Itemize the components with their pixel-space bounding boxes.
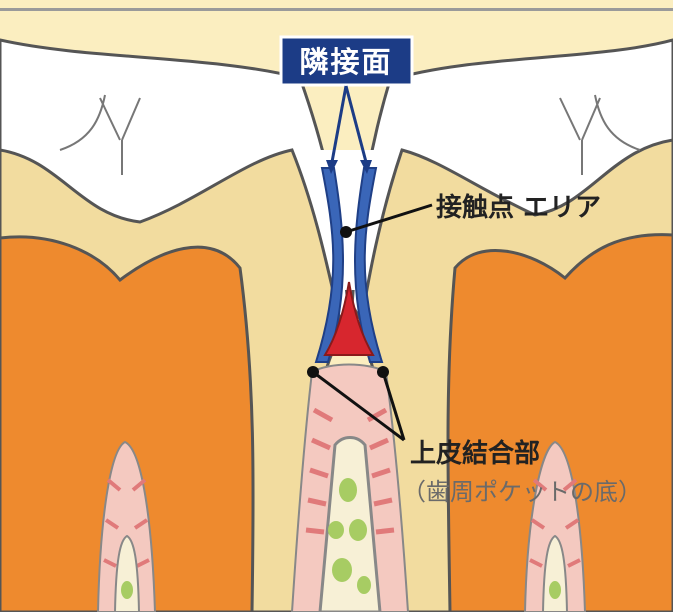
- right-root-marrow: [549, 581, 561, 599]
- epithelial-attachment-label: 上皮結合部: [410, 438, 540, 469]
- contact-point-label: 接触点 エリア: [436, 192, 601, 223]
- left-root-marrow: [121, 581, 133, 599]
- pocket-bottom-label: （歯周ポケットの底）: [402, 478, 642, 506]
- top-frame-line: [0, 8, 673, 11]
- title-label: 隣接面: [299, 45, 392, 79]
